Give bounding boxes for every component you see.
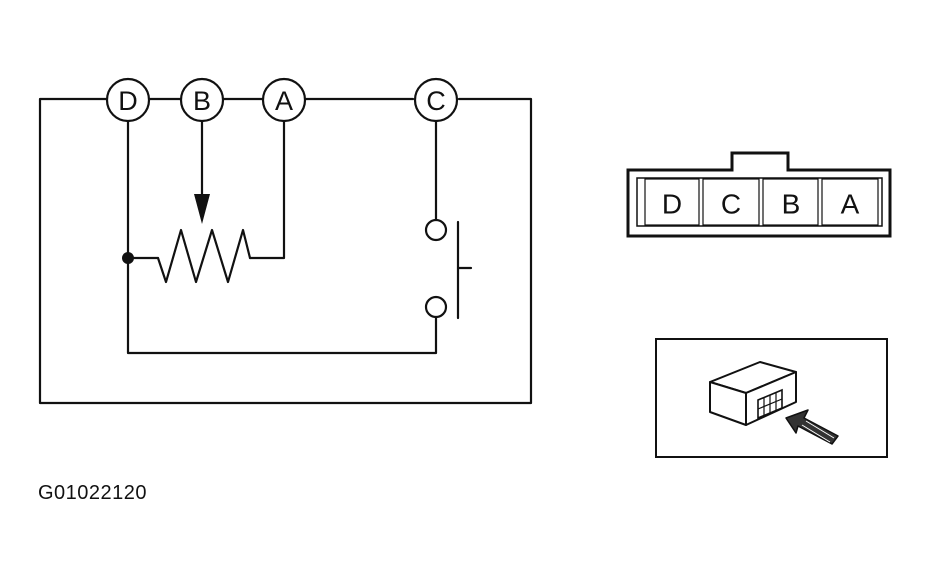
pin-a-label: A <box>275 86 293 116</box>
cavity-label: B <box>782 189 801 220</box>
wiper-arrowhead <box>194 194 210 224</box>
component-location-inset <box>655 338 888 458</box>
schematic: D B A C <box>38 77 533 405</box>
cavity-label: A <box>841 189 860 220</box>
cavity-1: D <box>644 178 700 226</box>
pin-b: B <box>179 77 225 123</box>
cavity-2: C <box>702 178 760 226</box>
connector-inner-frame <box>636 177 883 227</box>
switch-contact-upper <box>424 218 448 242</box>
figure-id: G01022120 <box>38 482 148 504</box>
cavity-label: D <box>662 189 682 220</box>
connector-face: D C B A <box>626 151 892 238</box>
d-ground-wire <box>126 119 438 355</box>
switch-body-illustration <box>709 361 797 426</box>
outer-loop-wire <box>38 97 533 405</box>
cavity-label: C <box>721 189 741 220</box>
potentiometer-resistor <box>156 228 252 284</box>
pin-c: C <box>413 77 459 123</box>
cavity-3: B <box>762 178 819 226</box>
junction-dot <box>122 252 134 264</box>
cavity-4: A <box>821 178 879 226</box>
resistor-right-lead <box>248 119 286 260</box>
switch-contact-lower <box>424 295 448 319</box>
location-arrow <box>785 409 839 445</box>
pin-b-label: B <box>193 86 211 116</box>
pin-d-label: D <box>118 86 138 116</box>
pin-a: A <box>261 77 307 123</box>
pin-c-label: C <box>426 86 446 116</box>
pin-d: D <box>105 77 151 123</box>
